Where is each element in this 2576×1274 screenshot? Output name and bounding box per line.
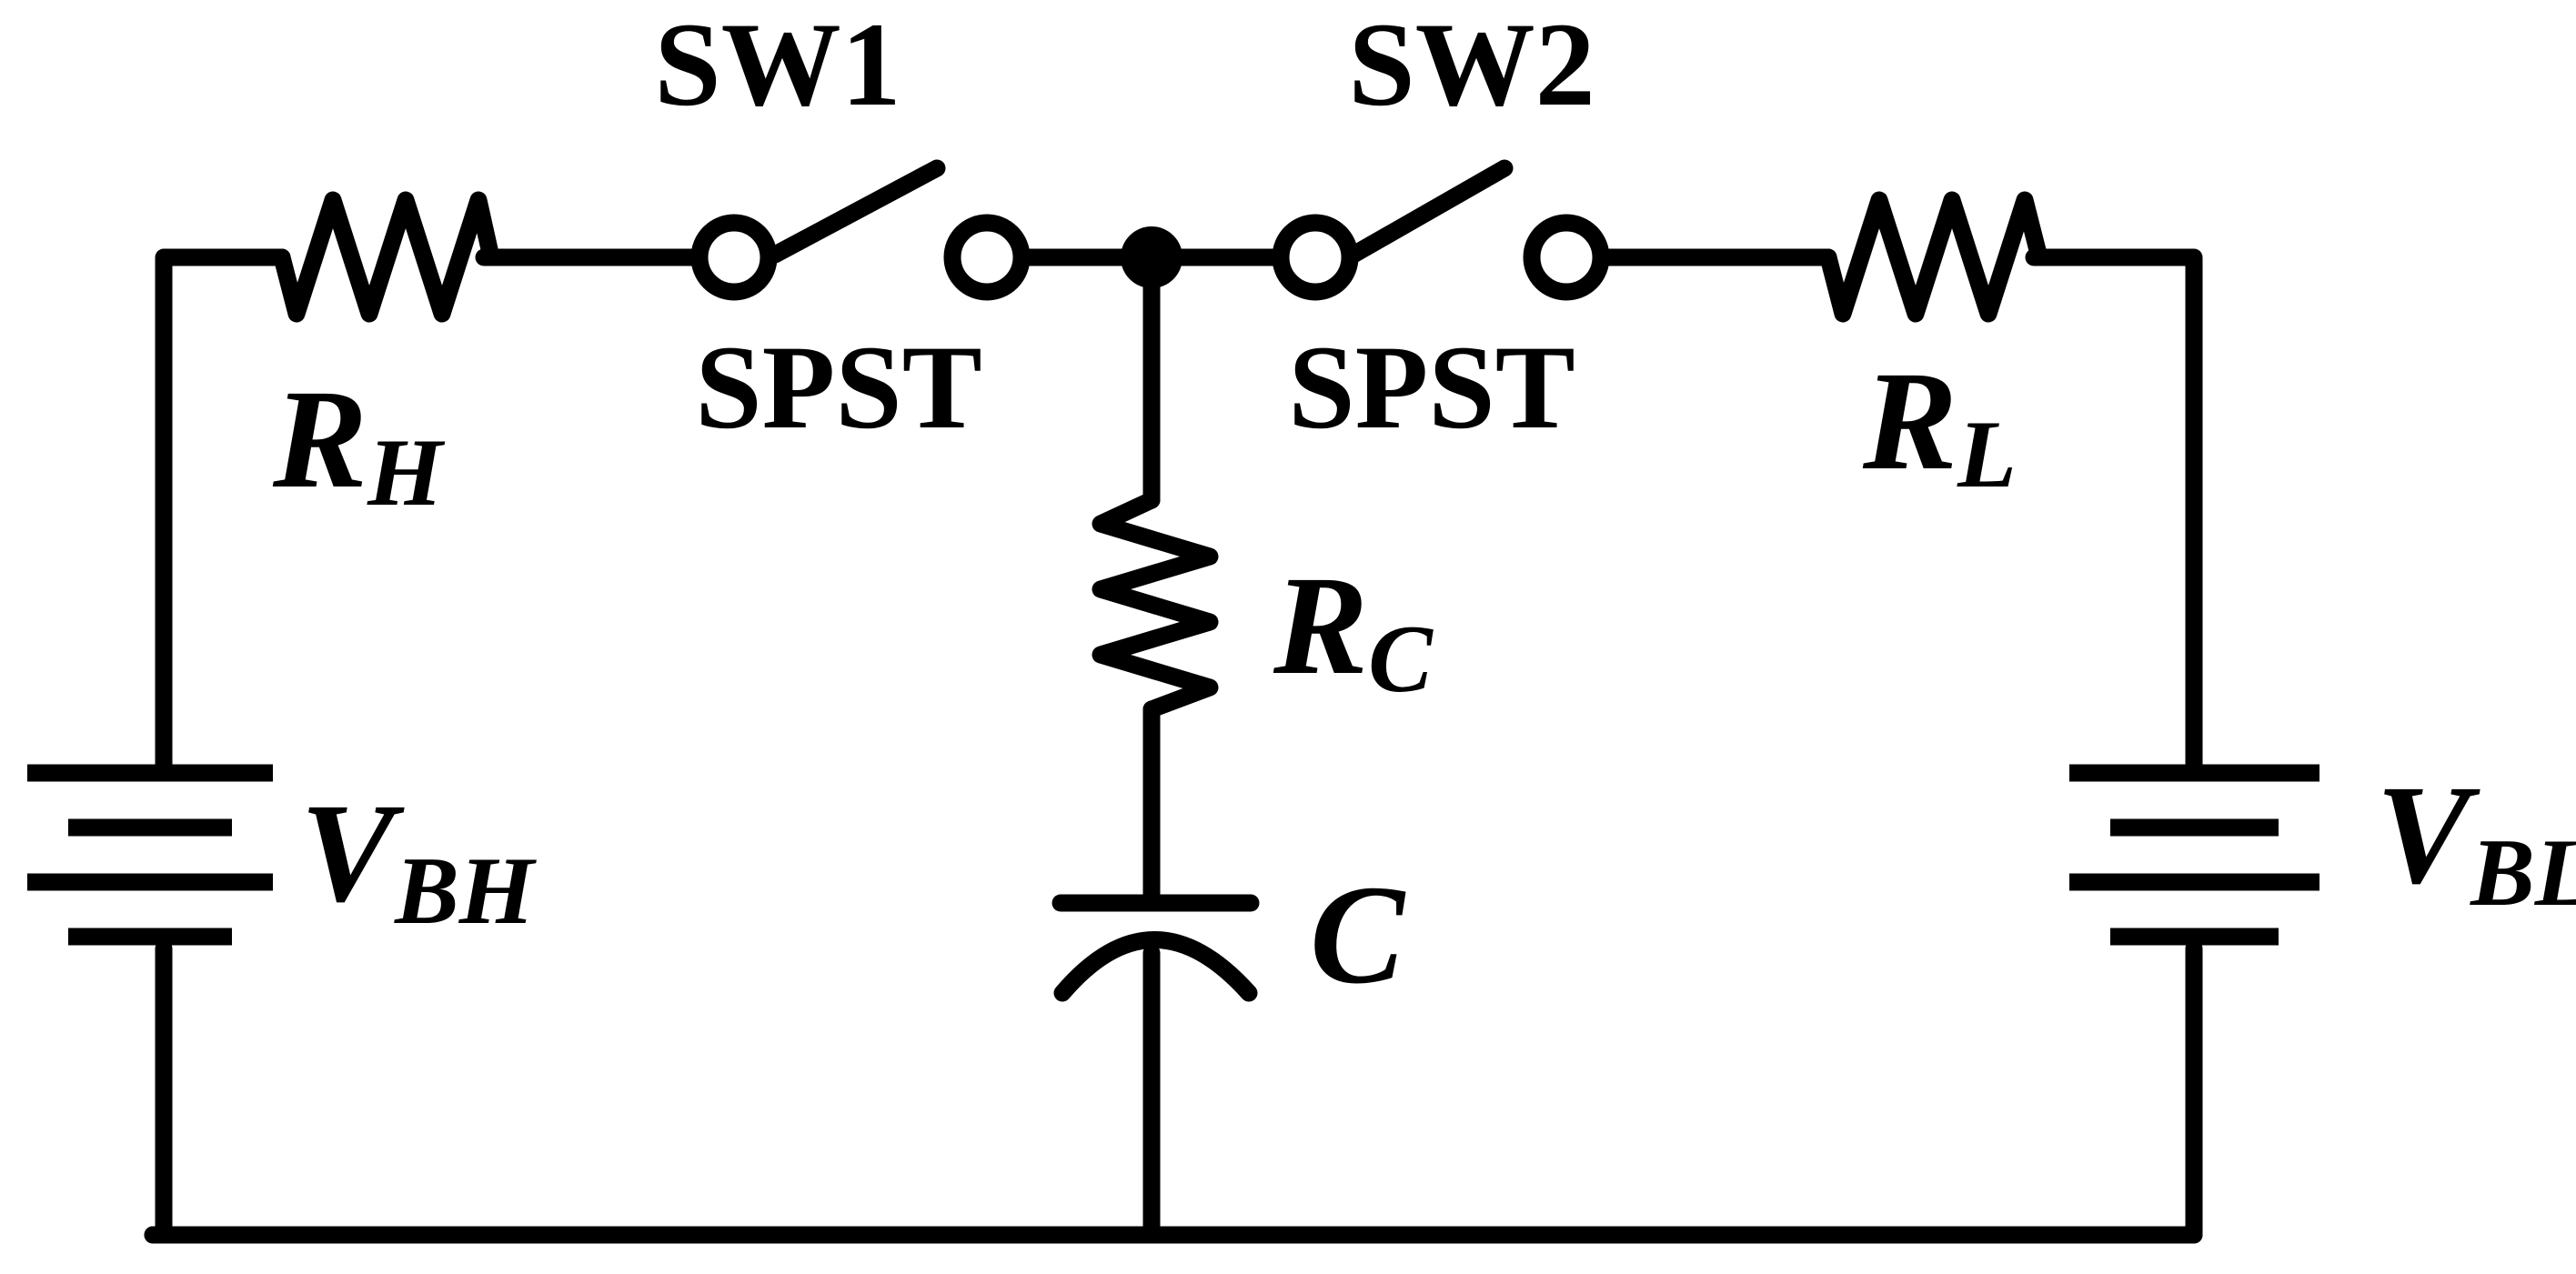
label-c: C: [1310, 856, 1406, 1013]
label-vbh: VBH: [300, 774, 538, 944]
label-sw1: SW1: [654, 0, 901, 131]
battery-vbl: [2069, 764, 2319, 946]
label-sw2: SW2: [1348, 0, 1595, 131]
battery-vbh: [27, 764, 273, 946]
capacitor-c: [1052, 894, 1260, 1002]
right-branch-wires: [1592, 248, 2203, 1244]
label-rh: RH: [272, 360, 446, 526]
label-spst-left: SPST: [695, 320, 982, 454]
resistor-rc: [1092, 491, 1219, 718]
left-branch-wires: [144, 248, 700, 1244]
resistor-rh: [273, 191, 500, 323]
switch-sw1: [690, 159, 1031, 301]
label-rl: RL: [1862, 342, 2017, 507]
label-vbl: VBL: [2376, 756, 2576, 926]
label-rc: RC: [1273, 547, 1434, 712]
switch-sw2: [1272, 159, 1610, 301]
label-spst-right: SPST: [1288, 320, 1575, 454]
resistor-rl: [1819, 191, 2048, 323]
